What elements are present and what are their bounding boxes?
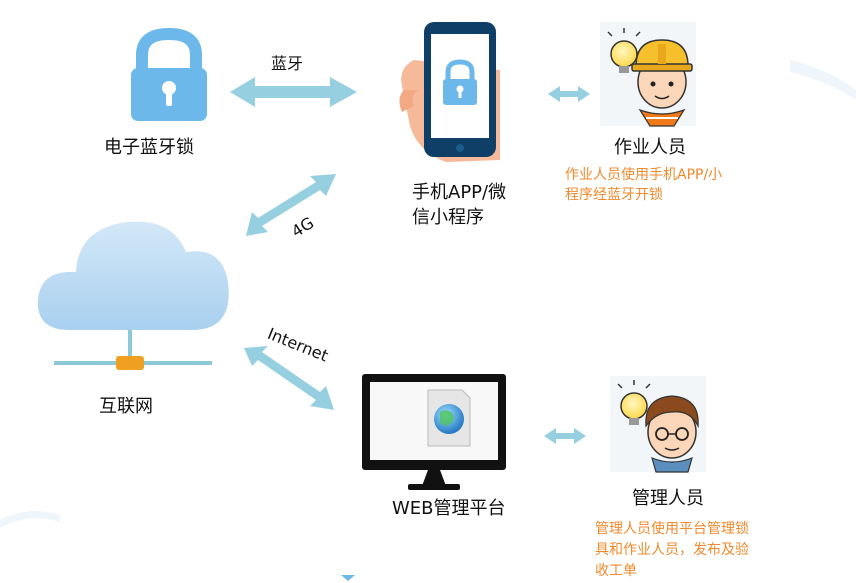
manager-avatar [610,376,706,473]
bluetooth-arrow [230,77,357,107]
manager-arrow [544,428,586,444]
manager-note-line2: 具和作业人员，发布及验 [595,542,749,558]
bluetooth-lock-icon [131,27,207,121]
web-label: WEB管理平台 [392,498,506,519]
manager-note-line1: 管理人员使用平台管理锁 [595,521,749,537]
worker-arrow [548,86,590,102]
phone-label-line2: 信小程序 [412,207,484,228]
lock-label: 电子蓝牙锁 [104,137,194,158]
smartphone-icon [399,22,500,162]
mobile-network-arrow [246,174,336,236]
internet-arrow [244,346,334,410]
manager-label: 管理人员 [632,488,704,509]
worker-note-line2: 程序经蓝牙开锁 [565,187,663,203]
cloud-icon [37,221,229,370]
worker-note-line1: 作业人员使用手机APP/小 [565,167,723,183]
worker-avatar [600,22,696,127]
manager-note-line3: 收工单 [595,563,637,579]
bluetooth-edge-label: 蓝牙 [271,54,304,73]
phone-label-line1: 手机APP/微 [412,182,507,203]
internet-label: 互联网 [99,396,153,417]
worker-label: 作业人员 [614,137,686,158]
monitor-icon [362,374,506,490]
bottom-marker [341,575,355,581]
background-decoration [0,60,856,528]
